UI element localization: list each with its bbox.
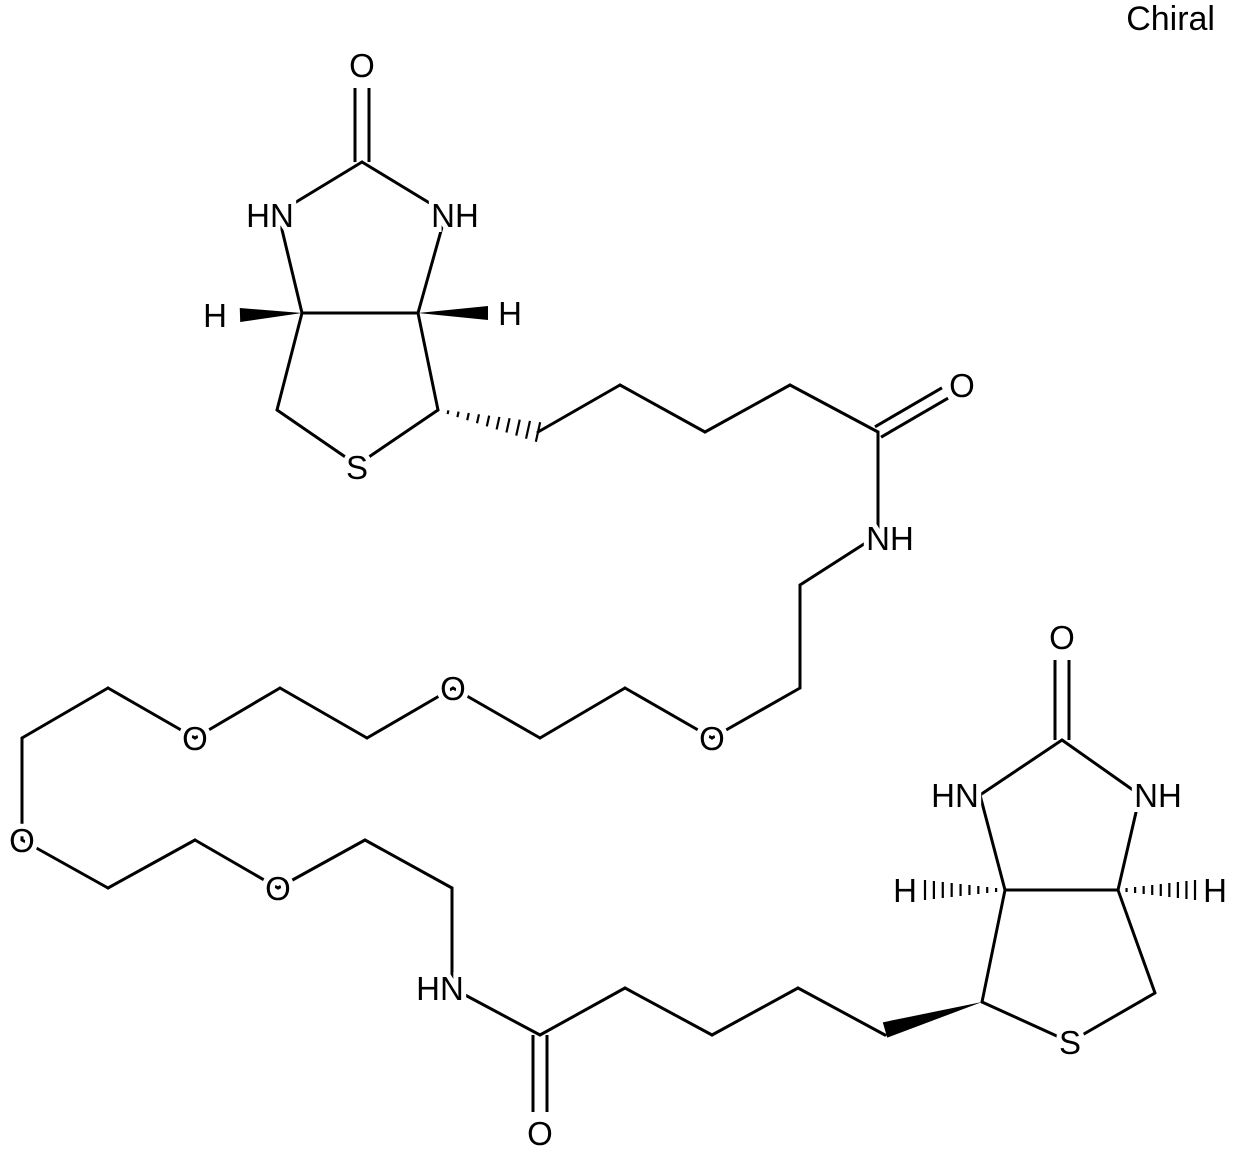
atom-label-ether-oxygen: O [182,720,208,757]
single-bond [276,838,367,890]
wedge-bond [239,308,302,322]
single-bond [360,160,448,215]
single-bond [355,408,440,467]
single-bond [978,738,1064,797]
atom-label-sulfur: S [1059,1024,1081,1061]
atom-label-hydrogen: H [498,295,522,332]
single-bond [106,686,197,740]
single-bond [450,986,542,1037]
atom-label-hydrogen: H [1203,872,1227,909]
wedge-bond [882,1002,982,1038]
atom-label-nitrogen: HN [246,197,294,234]
single-bond [278,686,369,740]
atom-label-ether-oxygen: O [265,870,291,907]
atom-label-nitrogen: HN [416,970,464,1007]
atom-label-nitrogen: HN [931,777,979,814]
single-bond [20,686,110,740]
atom-label-hydrogen: H [203,297,227,334]
single-bond [710,986,800,1037]
single-bond [538,986,627,1037]
hashed-bond-stroke [515,419,521,436]
atom-label-nitrogen: NH [431,197,479,234]
hashed-bond-stroke [456,411,460,418]
hashed-bond-stroke [505,418,511,433]
atom-label-nitrogen: NH [1134,777,1182,814]
single-bond [980,1000,1072,1044]
atom-label-ether-oxygen: O [9,822,35,859]
atom-label-oxygen: O [1049,619,1075,656]
double-bond-line [874,386,943,429]
hashed-bond-stroke [466,412,470,421]
atom-label-ether-oxygen: O [440,670,466,707]
single-bond [365,686,455,740]
single-bond [20,838,110,890]
single-bond [275,408,359,467]
single-bond [106,838,197,890]
hashed-bond-stroke [495,416,501,430]
single-bond [1068,991,1157,1044]
hashed-bond-stroke [524,420,532,439]
single-bond [416,211,448,315]
single-bond [623,686,714,740]
single-bond [1060,738,1142,797]
single-bond [275,311,304,412]
single-bond [623,986,714,1037]
single-bond [536,383,622,434]
single-bond [1116,793,1142,892]
single-bond [796,986,887,1037]
atom-label-nitrogen: NH [866,520,914,557]
atom-label-oxygen: O [527,1115,553,1152]
single-bond [980,888,1007,1004]
single-bond [276,160,364,215]
single-bond [798,533,880,587]
hashed-bond-stroke [446,410,450,415]
single-bond [1116,888,1157,995]
single-bond [451,686,542,740]
chiral-label: Chiral [1126,0,1215,38]
single-bond [193,686,282,740]
single-bond [618,383,707,434]
single-bond [416,311,440,412]
atom-label-oxygen: O [349,47,375,84]
single-bond [978,793,1007,892]
atom-label-ether-oxygen: O [699,720,725,757]
hashed-bond-stroke [475,414,481,424]
atom-label-sulfur: S [346,449,368,486]
single-bond [276,211,304,315]
single-bond [363,838,454,890]
double-bond-line [880,396,949,439]
single-bond [703,383,792,434]
hashed-bond-stroke [485,415,491,427]
single-bond [538,686,627,740]
atom-label-oxygen: O [949,367,975,404]
wedge-bond [418,306,488,320]
single-bond [788,383,880,434]
atom-label-hydrogen: H [893,872,917,909]
single-bond [193,838,280,890]
single-bond [710,686,802,740]
